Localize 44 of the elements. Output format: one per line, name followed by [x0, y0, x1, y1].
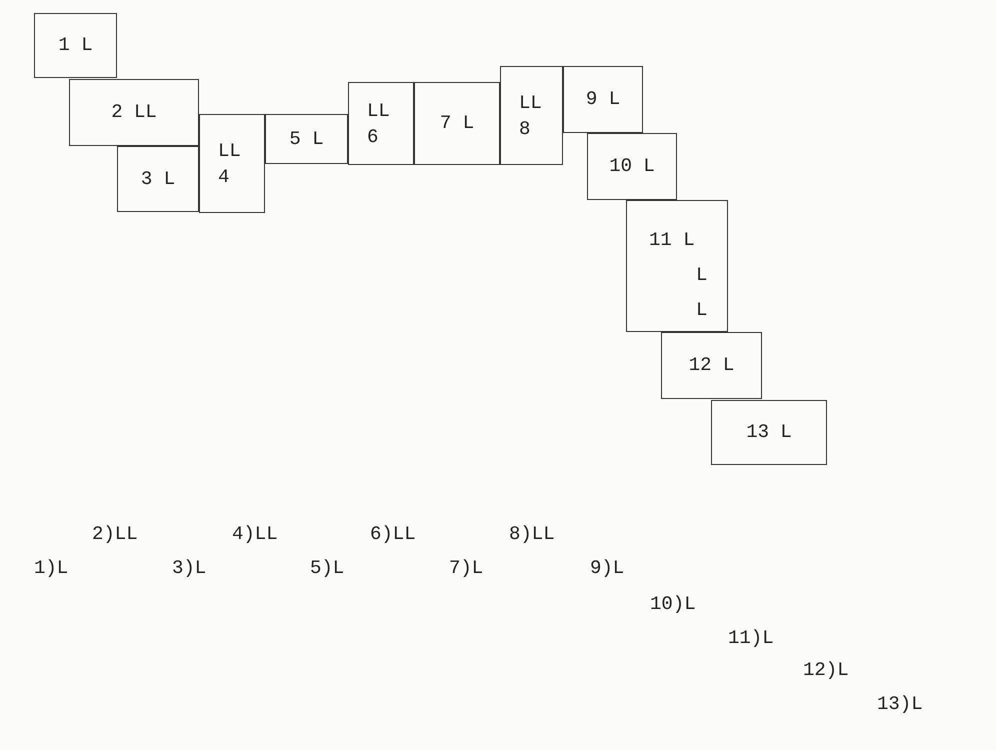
sequence-label: 7)L — [449, 556, 484, 581]
box-label: L — [695, 298, 708, 323]
sequence-label: 11)L — [728, 626, 774, 651]
box-label: 5 L — [289, 126, 324, 152]
box-label: 1 L — [58, 33, 93, 58]
box-label: L — [695, 263, 708, 288]
box-label: 7 L — [440, 111, 474, 136]
numbered-box — [500, 66, 563, 165]
box-label: LL — [367, 98, 390, 124]
numbered-box — [626, 200, 728, 332]
numbered-box — [199, 114, 265, 213]
box-label: LL — [519, 90, 542, 116]
numbered-box — [711, 400, 827, 465]
sequence-label: 12)L — [803, 658, 849, 683]
sequence-label: 3)L — [172, 556, 206, 581]
numbered-box — [348, 82, 414, 165]
sequence-label: 2)LL — [92, 522, 138, 547]
sequence-label: 5)L — [310, 556, 344, 581]
numbered-box — [34, 13, 117, 78]
sequence-label: 10)L — [650, 592, 696, 617]
box-label: 11 L — [649, 228, 695, 253]
box-label: 12 L — [688, 353, 734, 378]
sequence-label: 8)LL — [509, 522, 555, 547]
box-label: 4 — [218, 164, 230, 190]
box-label: 8 — [519, 116, 530, 142]
sequence-label: 1)L — [34, 556, 68, 581]
box-label: 10 L — [609, 154, 655, 180]
numbered-box — [563, 66, 643, 133]
sequence-label: 9)L — [590, 556, 624, 581]
sequence-label: 6)LL — [370, 522, 416, 547]
box-label: LL — [218, 138, 241, 164]
box-label: 3 L — [140, 166, 176, 192]
numbered-box — [661, 332, 762, 399]
box-label: 13 L — [746, 420, 792, 446]
sequence-label: 13)L — [877, 692, 923, 717]
numbered-box — [587, 133, 677, 200]
numbered-box — [414, 82, 500, 165]
numbered-box — [265, 114, 348, 164]
box-label: 6 — [367, 124, 378, 150]
sequence-label: 4)LL — [232, 522, 278, 547]
box-label: 2 LL — [111, 100, 157, 126]
box-label: 9 L — [586, 87, 620, 112]
numbered-box — [117, 146, 199, 212]
numbered-box — [69, 79, 199, 146]
